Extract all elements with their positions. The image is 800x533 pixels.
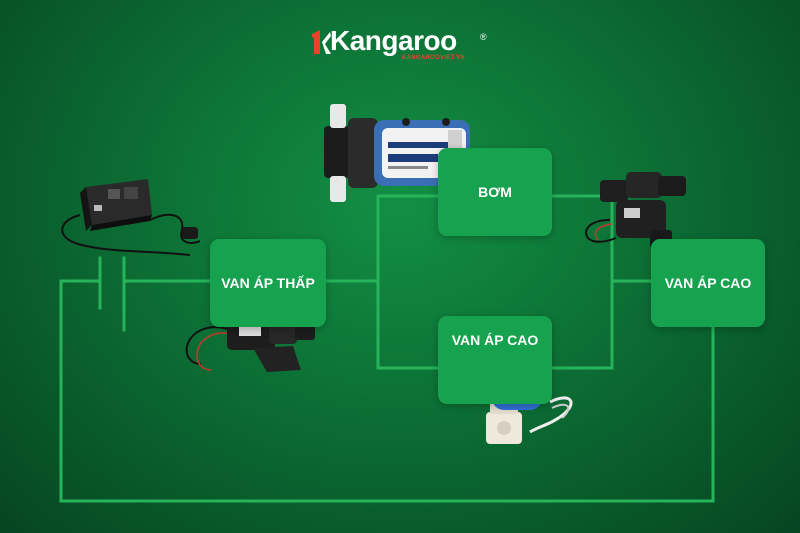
wire-outer-loop [59,279,715,503]
brand-name: Kangaroo [330,25,457,56]
kangaroo-logo-mark-icon [312,30,331,54]
pump-label: BƠM [478,184,512,200]
high-pressure-valve-center-label-box: VAN ÁP CAO [438,316,552,404]
low-pressure-valve-label: VAN ÁP THẤP [221,275,315,291]
high-pressure-valve-center-label: VAN ÁP CAO [451,332,539,348]
wire-center-loop [376,194,440,370]
high-pressure-valve-right-label-box: VAN ÁP CAO [651,239,765,327]
high-pressure-valve-right-label: VAN ÁP CAO [664,275,752,291]
registered-mark: ® [480,32,487,42]
pump-label-box: BƠM [438,148,552,236]
brand-logo: Kangaroo ® KANGAROOVIET.VN [310,24,496,68]
power-adapter-icon [61,179,200,256]
brand-website: KANGAROOVIET.VN [402,55,465,61]
high-pressure-switch-icon [585,172,686,248]
low-pressure-valve-label-box: VAN ÁP THẤP [210,239,326,327]
wire-right-bus [550,194,614,370]
